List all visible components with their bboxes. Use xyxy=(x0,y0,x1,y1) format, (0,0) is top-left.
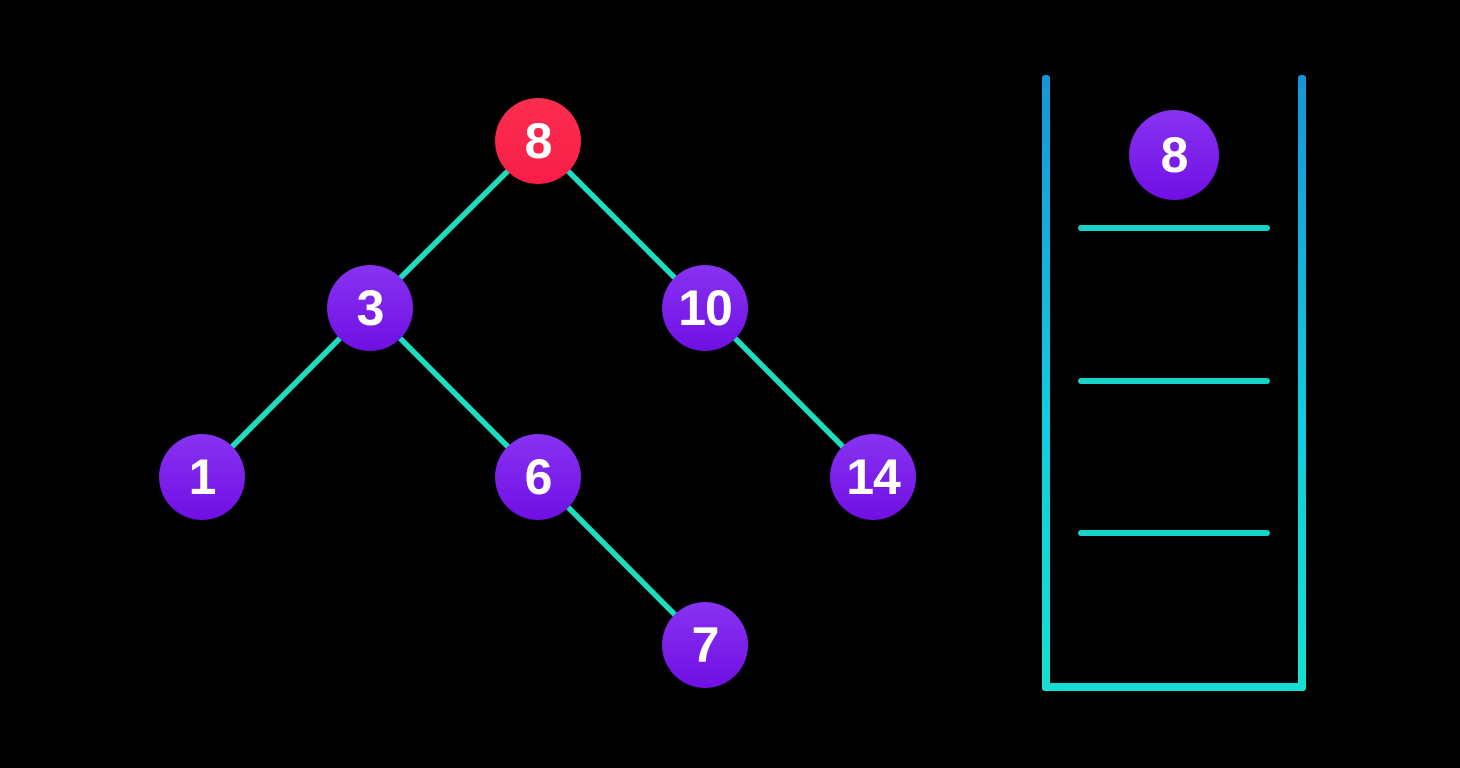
stack-right-wall xyxy=(1298,75,1306,691)
stack-base xyxy=(1042,683,1306,691)
stack-slot-divider-2 xyxy=(1078,378,1270,384)
tree-node-8-current: 8 xyxy=(495,98,581,184)
stack-slot-divider-1 xyxy=(1078,225,1270,231)
stack-slot-divider-3 xyxy=(1078,530,1270,536)
tree-node-7: 7 xyxy=(662,602,748,688)
tree-node-10: 10 xyxy=(662,265,748,351)
stack-item-8: 8 xyxy=(1129,110,1219,200)
tree-node-6: 6 xyxy=(495,434,581,520)
tree-node-3: 3 xyxy=(327,265,413,351)
tree-node-14: 14 xyxy=(830,434,916,520)
stack-left-wall xyxy=(1042,75,1050,691)
tree-node-1: 1 xyxy=(159,434,245,520)
